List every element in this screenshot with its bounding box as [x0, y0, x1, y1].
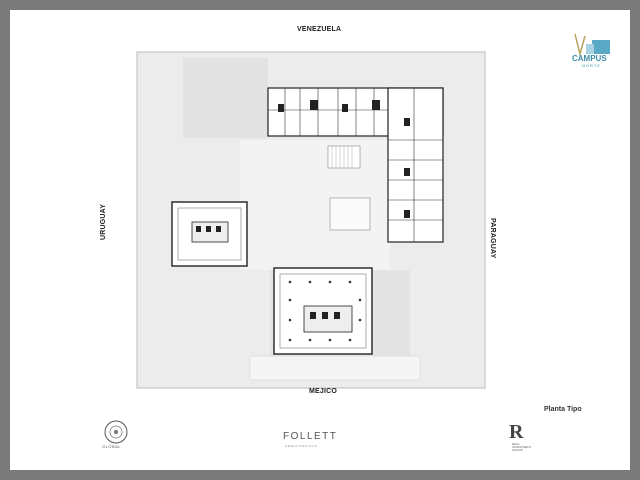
follett-logo-subtext: ARQUITECTOS	[285, 444, 318, 448]
campus-logo-subtext: NORTE	[582, 63, 601, 68]
campus-logo-icon	[574, 33, 610, 57]
ramp-block	[329, 197, 371, 231]
global-logo-text: GLOBAL	[102, 444, 122, 449]
campus-logo-text: CAMPUS	[572, 54, 607, 63]
plan-title: Planta Tipo	[544, 406, 582, 413]
follett-logo-text: FOLLETT	[283, 431, 338, 442]
parking-area	[183, 58, 268, 138]
street-label-venezuela: VENEZUELA	[297, 26, 342, 33]
r-logo-subtext: REAL INVESTMENT GROUP	[512, 442, 532, 452]
west-tower	[171, 201, 248, 267]
south-landscape	[249, 355, 421, 381]
global-logo-icon	[104, 420, 128, 444]
south-tower	[273, 267, 373, 355]
street-label-uruguay: URUGUAY	[100, 203, 107, 240]
r-logo-mark: R	[509, 421, 524, 443]
street-label-mejico: MEJICO	[309, 388, 338, 395]
street-label-paraguay: PARAGUAY	[489, 218, 496, 259]
residential-building	[267, 87, 444, 243]
